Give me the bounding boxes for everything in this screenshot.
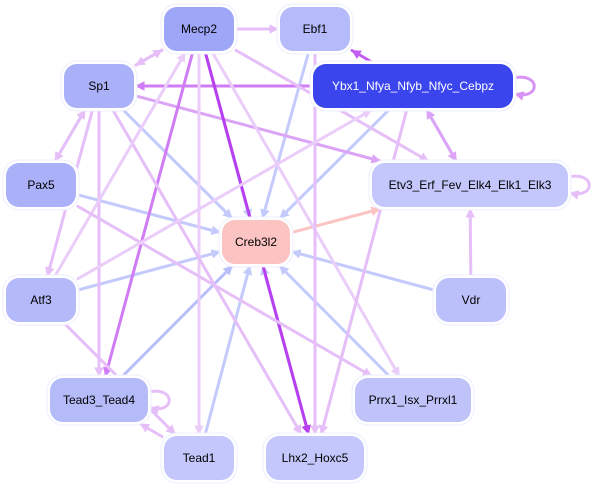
node-ybx1[interactable]: Ybx1_Nfya_Nfyb_Nfyc_Cebpz: [309, 60, 517, 112]
edge-creb3l2-to-etv3: [290, 206, 382, 234]
node-pax5[interactable]: Pax5: [2, 159, 80, 211]
node-label: Vdr: [462, 293, 481, 307]
edge-mecp2-to-prrx1: [211, 51, 401, 378]
node-label: Ybx1_Nfya_Nfyb_Nfyc_Cebpz: [332, 79, 494, 93]
node-label: Atf3: [30, 293, 52, 307]
node-label: Creb3l2: [235, 235, 277, 249]
node-label: Sp1: [88, 79, 110, 93]
node-label: Mecp2: [181, 22, 217, 36]
node-box: [6, 278, 76, 322]
edge-etv3-to-etv3: [566, 174, 591, 200]
edge-etv3-to-ybx1: [425, 108, 458, 163]
node-etv3[interactable]: Etv3_Erf_Fev_Elk4_Elk1_Elk3: [368, 159, 572, 211]
node-label: Prrx1_Isx_Prrxl1: [369, 393, 458, 407]
node-box: [164, 7, 234, 51]
node-box: [164, 436, 234, 480]
edge-pax5-to-sp1: [53, 108, 87, 163]
edge-atf3-to-creb3l2: [76, 249, 222, 292]
node-label: Etv3_Erf_Fev_Elk4_Elk1_Elk3: [389, 178, 552, 192]
node-sp1[interactable]: Sp1: [60, 60, 138, 112]
edge-mecp2-to-tead3: [103, 51, 194, 378]
node-box: [6, 163, 76, 207]
node-vdr[interactable]: Vdr: [432, 274, 510, 326]
node-box: [64, 64, 134, 108]
edge-atf3-to-mecp2: [53, 51, 187, 278]
node-label: Lhx2_Hoxc5: [282, 451, 349, 465]
node-box: [50, 378, 148, 422]
node-label: Tead3_Tead4: [63, 393, 135, 407]
node-prrx1[interactable]: Prrx1_Isx_Prrxl1: [351, 374, 475, 426]
node-box: [266, 436, 364, 480]
edge-vdr-to-etv3: [465, 207, 476, 278]
node-label: Tead1: [183, 451, 216, 465]
edge-atf3-to-ybx1: [76, 108, 373, 281]
edge-prrx1-to-creb3l2: [278, 264, 391, 378]
node-box: [280, 7, 350, 51]
edge-tead3-to-creb3l2: [121, 264, 234, 378]
node-atf3[interactable]: Atf3: [2, 274, 80, 326]
node-box: [313, 64, 513, 108]
node-label: Pax5: [27, 178, 55, 192]
node-creb3l2[interactable]: Creb3l2: [218, 216, 294, 268]
node-mecp2[interactable]: Mecp2: [160, 3, 238, 55]
node-box: [436, 278, 506, 322]
edge-pax5-to-prrx1: [76, 204, 373, 378]
node-tead1[interactable]: Tead1: [160, 432, 238, 484]
node-box: [372, 163, 568, 207]
edge-ybx1-to-ebf1: [350, 49, 374, 64]
node-box: [222, 220, 290, 264]
node-tead3[interactable]: Tead3_Tead4: [46, 374, 152, 426]
edge-tead3-to-tead3: [146, 389, 171, 415]
edge-sp1-to-mecp2: [134, 48, 164, 67]
node-lhx2[interactable]: Lhx2_Hoxc5: [262, 432, 368, 484]
node-ebf1[interactable]: Ebf1: [276, 3, 354, 55]
edge-sp1-to-lhx2: [111, 108, 303, 436]
edge-ybx1-to-ybx1: [511, 75, 536, 101]
edge-tead1-to-creb3l2: [203, 264, 253, 436]
edge-tead1-to-tead3: [138, 422, 164, 438]
node-box: [355, 378, 471, 422]
edge-sp1-to-creb3l2: [121, 108, 234, 220]
node-label: Ebf1: [303, 22, 328, 36]
